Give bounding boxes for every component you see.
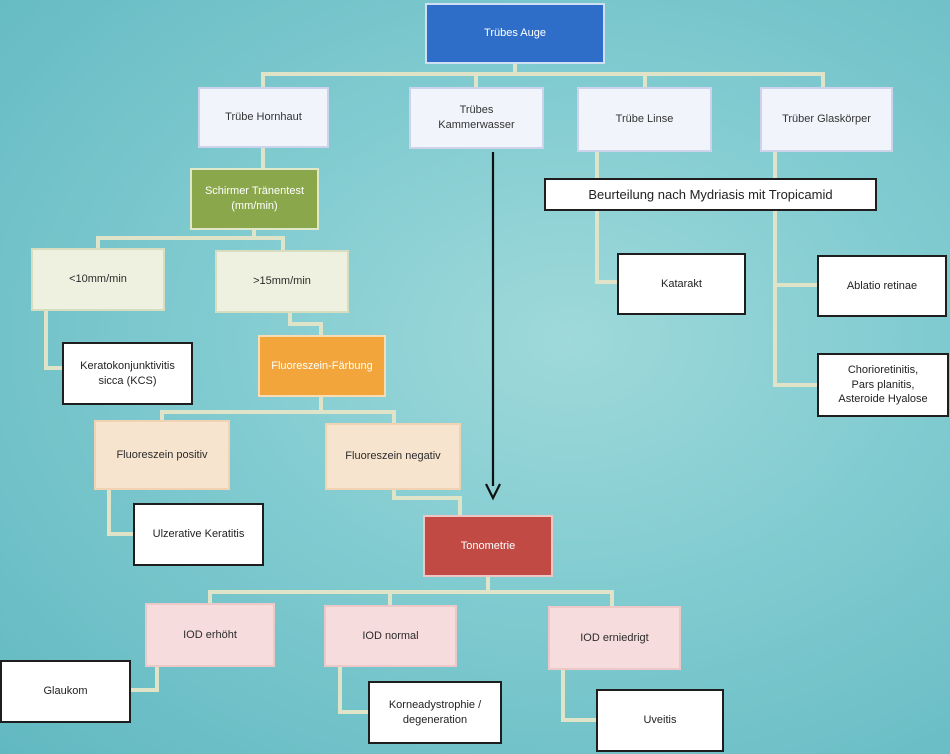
connector-positive-ulcer bbox=[107, 488, 135, 536]
node-iod-normal: IOD normal bbox=[324, 605, 457, 667]
node-glaukom: Glaukom bbox=[0, 660, 131, 723]
connector-high-glaukom bbox=[129, 663, 159, 692]
node-iod-erhoeht: IOD erhöht bbox=[145, 603, 275, 667]
node-fluoreszein-positiv: Fluoreszein positiv bbox=[94, 420, 230, 490]
node-kcs: Keratokonjunktivitis sicca (KCS) bbox=[62, 342, 193, 405]
connector-negative-tono bbox=[392, 488, 462, 517]
node-ulzerative-keratitis: Ulzerative Keratitis bbox=[133, 503, 264, 566]
node-tonometrie: Tonometrie bbox=[423, 515, 553, 577]
node-truebe-linse: Trübe Linse bbox=[577, 87, 712, 152]
connector-linse bbox=[595, 151, 619, 284]
connector-low-kcs bbox=[44, 310, 64, 370]
connector-normal-korneadystrophie bbox=[338, 663, 370, 714]
node-fluoreszein-negativ: Fluoreszein negativ bbox=[325, 423, 461, 490]
root-node: Trübes Auge bbox=[425, 3, 605, 64]
node-chorioretinitis: Chorioretinitis, Pars planitis, Asteroid… bbox=[817, 353, 949, 417]
node-fluoreszein-faerbung: Fluoreszein-Färbung bbox=[258, 335, 386, 397]
node-schirmer-traenentest: Schirmer Tränentest (mm/min) bbox=[190, 168, 319, 230]
connector-schirmer-results bbox=[96, 228, 285, 252]
connector-low-uveitis bbox=[561, 668, 598, 722]
node-trueber-glaskoerper: Trüber Glaskörper bbox=[760, 87, 893, 152]
mydriasis-note: Beurteilung nach Mydriasis mit Tropicami… bbox=[544, 178, 877, 211]
connector-root bbox=[261, 63, 825, 90]
node-truebes-kammerwasser: Trübes Kammerwasser bbox=[409, 87, 544, 149]
node-iod-erniedrigt: IOD erniedrigt bbox=[548, 606, 681, 670]
node-low-tear-rate: <10mm/min bbox=[31, 248, 165, 311]
node-uveitis: Uveitis bbox=[596, 689, 724, 752]
node-high-tear-rate: >15mm/min bbox=[215, 250, 349, 313]
node-korneadystrophie: Korneadystrophie / degeneration bbox=[368, 681, 502, 744]
node-truebe-hornhaut: Trübe Hornhaut bbox=[198, 87, 329, 148]
node-ablatio-retinae: Ablatio retinae bbox=[817, 255, 947, 317]
connector-high-fluo bbox=[288, 311, 323, 337]
connector-tono-iod bbox=[208, 575, 614, 608]
arrow-head bbox=[485, 483, 501, 501]
node-katarakt: Katarakt bbox=[617, 253, 746, 315]
